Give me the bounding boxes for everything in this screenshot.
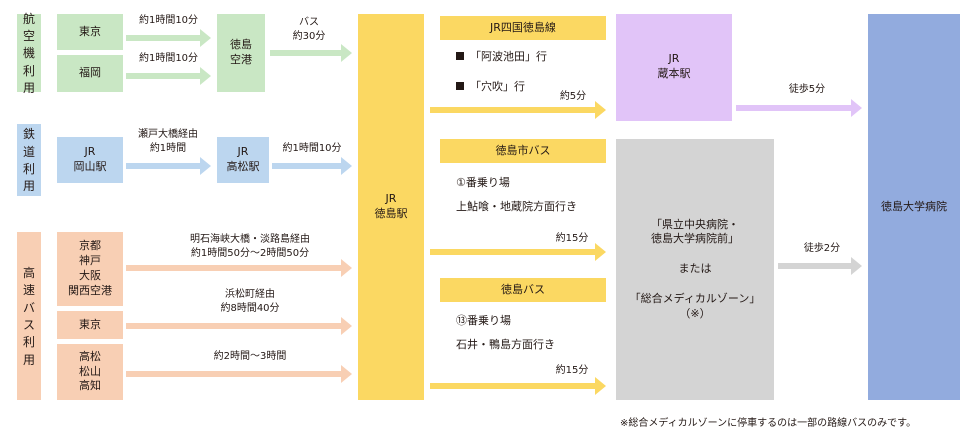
arrow-bus-tokyo [126, 317, 352, 335]
bullet-square-icon [456, 82, 464, 90]
arrow-bus-shikoku [126, 365, 352, 383]
category-air-char: 空 [22, 28, 35, 43]
arrow-city-bus [430, 243, 606, 261]
arrow-takamatsu [272, 157, 352, 175]
category-bus-char: 高 [22, 265, 35, 280]
category-bus-char: ス [22, 318, 35, 332]
category-bus-char: 速 [22, 283, 35, 298]
label-tokyo-air-time: 約1時間10分 [138, 15, 199, 26]
category-rail-char: 鉄 [22, 127, 35, 142]
tokushima-bus-destination: 石井・鴨島方面行き [456, 338, 555, 351]
hub-tokushima-airport: 徳島 空港 [217, 14, 265, 92]
arrow-walk-kuramoto [736, 99, 862, 117]
arrow-fukuoka [126, 67, 211, 85]
line-header-tokushima-bus: 徳島バス [440, 278, 606, 302]
category-rail: 鉄 道 利 用 [17, 124, 41, 196]
category-rail-char: 道 [22, 144, 35, 159]
arrow-walk-clinical [778, 257, 862, 275]
category-bus-char: 利 [22, 335, 35, 350]
arrow-bus-kansai [126, 259, 352, 277]
tokushima-bus-stop: ⑬番乗り場 [456, 314, 511, 327]
origin-tokyo-bus: 東京 [57, 311, 123, 339]
jr-line-item-text: 「穴吹」行 [470, 80, 525, 93]
category-air-char: 利 [22, 63, 35, 78]
city-bus-stop: ①番乗り場 [456, 176, 510, 189]
hub-clinical-zone: 「県立中央病院・ 徳島大学病院前」 または 「総合メディカルゾーン」 （※） [616, 139, 774, 400]
line-header-jr-shikoku: JR四国徳島線 [440, 16, 606, 40]
footnote: ※総合メディカルゾーンに停車するのは一部の路線バスのみです。 [620, 418, 917, 429]
label-bus-tokyo-time: 浜松町経由 約8時間40分 [220, 289, 280, 314]
origin-fukuoka: 福岡 [57, 55, 123, 92]
label-takamatsu-time: 約1時間10分 [282, 143, 342, 154]
category-bus-char: バ [22, 300, 35, 315]
origin-shikoku: 高松 松山 高知 [57, 344, 123, 400]
origin-tokyo-air: 東京 [57, 14, 123, 50]
category-air: 航 空 機 利 用 [17, 11, 41, 95]
category-air-char: 航 [22, 11, 35, 26]
label-city-bus-time: 約15分 [555, 233, 589, 244]
label-fukuoka-time: 約1時間10分 [138, 53, 199, 64]
category-bus: 高 速 バ ス 利 用 [17, 232, 41, 400]
bullet-square-icon [456, 52, 464, 60]
jr-line-item: 「阿波池田」行 [456, 50, 547, 65]
origin-okayama-station: JR 岡山駅 [57, 137, 123, 183]
jr-line-item: 「穴吹」行 [456, 80, 525, 95]
label-walk-kuramoto-time: 徒歩5分 [788, 84, 826, 95]
hub-takamatsu-station: JR 高松駅 [217, 137, 269, 183]
jr-line-item-text: 「阿波池田」行 [470, 50, 547, 63]
label-walk-clinical-time: 徒歩2分 [803, 243, 841, 254]
label-tokushima-bus-time: 約15分 [555, 365, 589, 376]
city-bus-destination: 上鮎喰・地蔵院方面行き [456, 200, 577, 213]
category-bus-char: 用 [22, 352, 35, 367]
label-airport-bus-time: バス 約30分 [292, 17, 326, 42]
category-air-char: 機 [22, 46, 35, 61]
arrow-airport-bus [270, 44, 352, 62]
category-rail-char: 利 [22, 162, 35, 176]
arrow-jr-line [430, 101, 606, 119]
category-rail-char: 用 [22, 179, 35, 194]
arrow-okayama [126, 157, 211, 175]
arrow-tokyo-air [126, 29, 211, 47]
label-jr-line-time: 約5分 [559, 91, 587, 102]
label-bus-shikoku-time: 約2時間～3時間 [213, 351, 287, 362]
hub-jr-tokushima-station: JR 徳島駅 [358, 14, 424, 400]
label-okayama-time: 瀬戸大橋経由 約1時間 [138, 129, 198, 154]
label-bus-kansai-time: 明石海峡大橋・淡路島経由 約1時間50分～2時間50分 [190, 234, 310, 259]
arrow-tokushima-bus [430, 377, 606, 395]
line-header-city-bus: 徳島市バス [440, 139, 606, 163]
category-air-char: 用 [22, 81, 35, 96]
hospital-tokushima-university: 徳島大学病院 [868, 14, 960, 400]
origin-kansai: 京都 神戸 大阪 関西空港 [57, 232, 123, 306]
hub-jr-kuramoto-station: JR 蔵本駅 [616, 14, 732, 121]
